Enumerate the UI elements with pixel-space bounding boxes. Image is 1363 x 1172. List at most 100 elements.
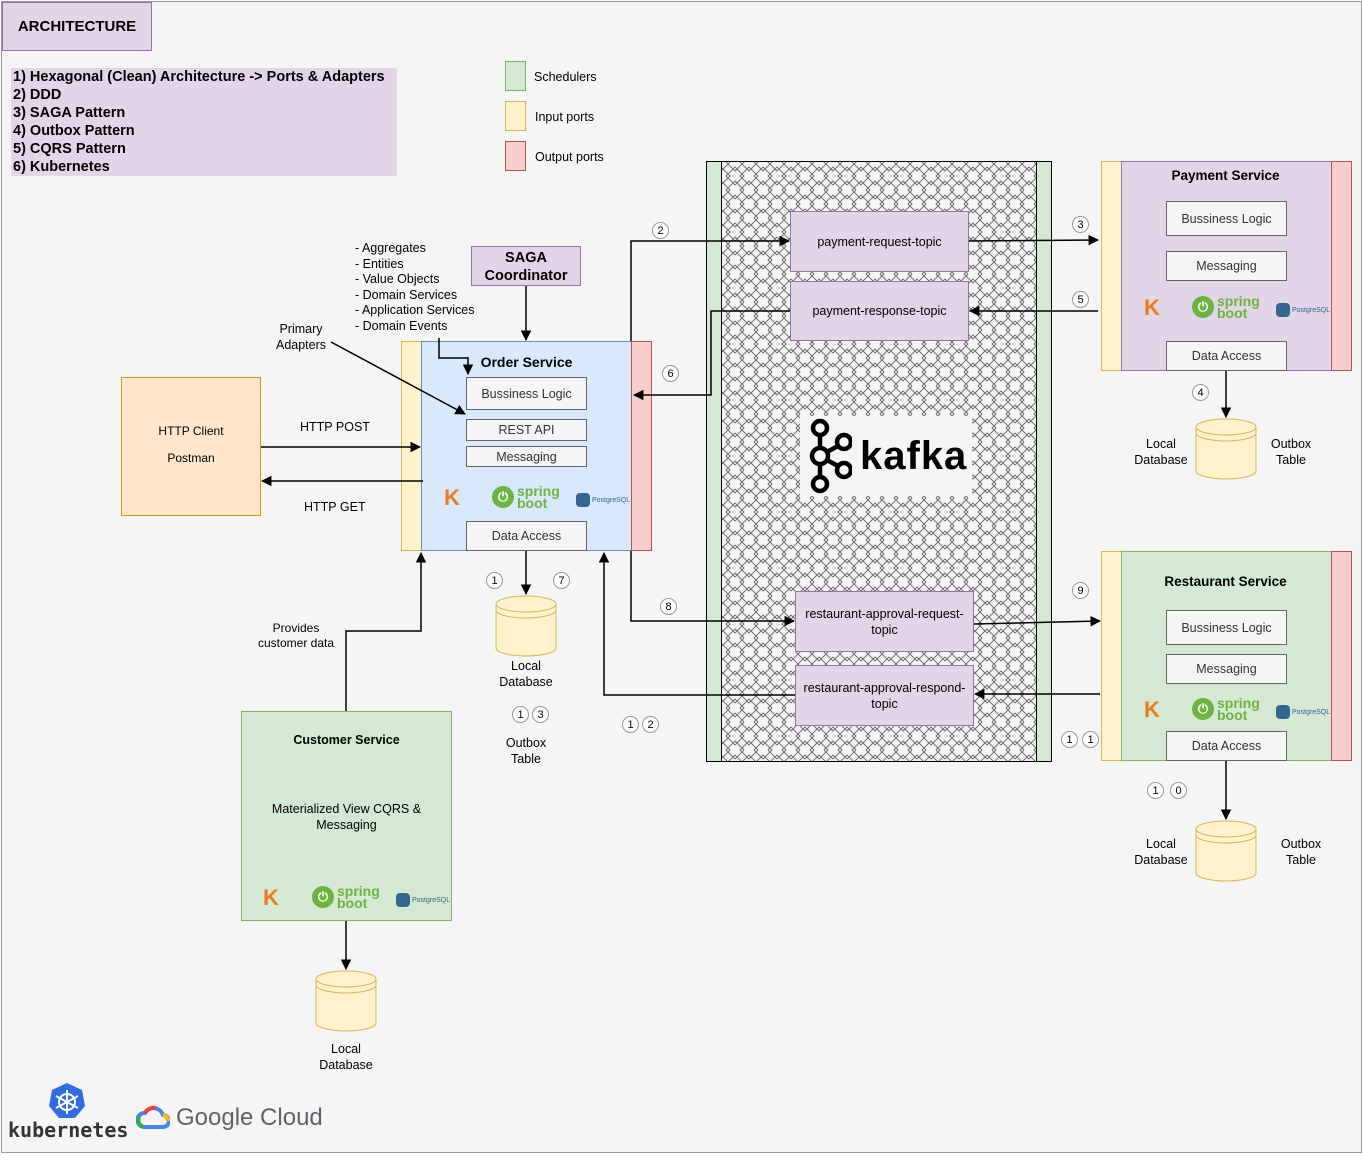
label-line: Table — [511, 752, 541, 766]
step-badge: 1 — [1061, 731, 1078, 748]
payment-db-label: Local Database — [1126, 436, 1196, 468]
patterns-box: 1) Hexagonal (Clean) Architecture -> Por… — [11, 68, 397, 176]
saga-line: SAGA — [505, 250, 547, 266]
boot-word: boot — [517, 495, 548, 511]
architecture-title-box: ARCHITECTURE — [2, 2, 152, 51]
ddd-item: - Domain Events — [355, 318, 448, 333]
http-get-label: HTTP GET — [304, 500, 366, 514]
arrow-step6 — [632, 310, 790, 401]
customer-db-cylinder — [315, 970, 377, 1032]
spring-word: spring — [1217, 695, 1260, 711]
primary-adapters-label: Primary Adapters — [266, 321, 336, 353]
label-line: customer data — [257, 636, 335, 650]
restaurant-output-port — [1331, 551, 1352, 761]
customer-service-box — [241, 711, 452, 921]
order-messaging: Messaging — [466, 446, 587, 467]
restaurant-db-cylinder — [1195, 820, 1257, 882]
step-badge: 0 — [1170, 782, 1187, 799]
legend-input-swatch — [505, 101, 526, 131]
label-line: Outbox — [505, 736, 547, 750]
step-badge: 7 — [553, 572, 570, 589]
restaurant-messaging: Messaging — [1166, 654, 1287, 684]
http-post-label: HTTP POST — [300, 420, 370, 434]
postgresql-icon: PostgreSQL — [396, 893, 450, 907]
payment-request-topic: payment-request-topic — [790, 211, 969, 272]
spring-word: spring — [517, 483, 560, 499]
step-badge: 2 — [642, 716, 659, 733]
label-line: Database — [499, 675, 553, 689]
payment-data-access: Data Access — [1166, 341, 1287, 371]
label-line: topic — [871, 622, 898, 637]
http-client-label: HTTP Client — [158, 424, 224, 438]
postman-label: Postman — [167, 451, 215, 465]
order-service-title: Order Service — [480, 354, 573, 370]
restaurant-data-access: Data Access — [1166, 731, 1287, 761]
order-db-cylinder — [495, 595, 557, 657]
arrow-step2 — [630, 235, 791, 341]
step-badge: 3 — [1072, 216, 1089, 233]
arrow-primary-adapters — [330, 341, 466, 415]
order-data-access: Data Access — [466, 521, 587, 551]
boot-word: boot — [1217, 305, 1248, 321]
pg-word: PostgreSQL — [1292, 306, 1331, 314]
step-badge: 8 — [660, 598, 677, 615]
label-line: Outbox — [1280, 837, 1322, 851]
label-line: Materialized View CQRS & — [271, 802, 422, 816]
order-db-label: Local Database — [486, 658, 566, 690]
label-line: restaurant-approval-respond- — [803, 680, 966, 695]
boot-word: boot — [337, 895, 368, 911]
boot-word: boot — [1217, 707, 1248, 723]
label-line: Primary — [279, 322, 323, 336]
label-line: Local — [511, 659, 541, 673]
payment-db-cylinder — [1195, 418, 1257, 480]
payment-business-logic: Bussiness Logic — [1166, 201, 1287, 236]
restaurant-service-title: Restaurant Service — [1164, 574, 1287, 589]
step-badge: 4 — [1192, 384, 1209, 401]
ddd-item: - Aggregates — [355, 241, 426, 255]
kafka-icon — [809, 418, 852, 494]
pattern-item: 6) Kubernetes — [13, 159, 110, 175]
label-line: Outbox — [1270, 437, 1312, 451]
payment-response-topic: payment-response-topic — [790, 281, 969, 341]
step-badge: 1 — [1082, 731, 1099, 748]
payment-output-port — [1331, 161, 1352, 371]
label-line: Database — [319, 1058, 373, 1072]
payment-service-title: Payment Service — [1171, 168, 1280, 183]
step-badge: 1 — [622, 716, 639, 733]
arrow-customer-to-order — [345, 551, 427, 711]
arrow-step9 — [973, 615, 1102, 627]
label-line: Provides — [272, 621, 320, 635]
arrow-respond-to-order — [598, 551, 795, 696]
step-badge: 1 — [486, 572, 503, 589]
ddd-item: - Domain Services — [355, 287, 458, 302]
restaurant-db-label: Local Database — [1126, 836, 1196, 868]
restaurant-business-logic: Bussiness Logic — [1166, 610, 1287, 645]
kafka-wordmark: kafka — [860, 433, 968, 478]
label-line: Table — [1286, 853, 1316, 867]
step-badge: 2 — [652, 222, 669, 239]
power-icon: ⏻ — [312, 886, 334, 908]
pg-word: PostgreSQL — [1292, 708, 1331, 716]
label-line: Local — [331, 1042, 361, 1056]
order-business-logic: Bussiness Logic — [466, 377, 587, 410]
pg-word: PostgreSQL — [592, 496, 631, 504]
postgresql-icon: PostgreSQL — [1276, 303, 1330, 317]
pattern-item: 3) SAGA Pattern — [13, 105, 126, 121]
ddd-item: - Application Services — [355, 303, 475, 318]
payment-outbox-label: Outbox Table — [1256, 436, 1326, 468]
arrow-step3 — [968, 234, 1100, 246]
order-outbox-label: Outbox Table — [486, 735, 566, 767]
legend-input-label: Input ports — [535, 110, 595, 124]
postgresql-icon: PostgreSQL — [1276, 705, 1330, 719]
kotlin-icon: K — [1144, 697, 1160, 722]
legend-output-label: Output ports — [535, 150, 604, 164]
architecture-title: ARCHITECTURE — [17, 18, 137, 35]
step-badge: 5 — [1072, 291, 1089, 308]
label-line: Table — [1276, 453, 1306, 467]
pattern-item: 4) Outbox Pattern — [13, 123, 135, 139]
kotlin-icon: K — [1144, 295, 1160, 320]
google-cloud-wordmark: Google Cloud — [176, 1104, 323, 1131]
spring-word: spring — [1217, 293, 1260, 309]
